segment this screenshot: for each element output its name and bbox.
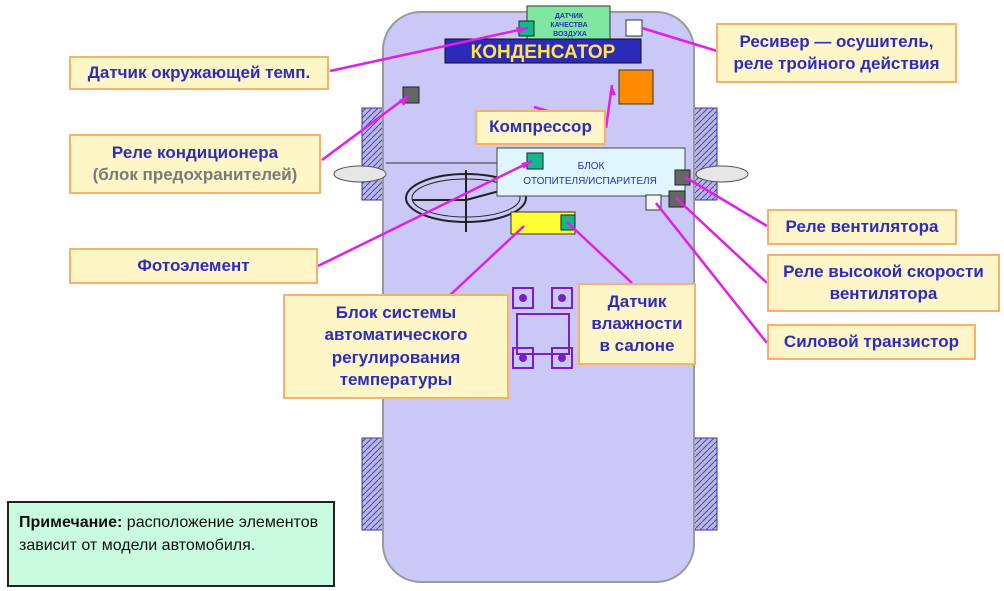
- callout-fan-relay: Реле вентилятора: [767, 209, 957, 245]
- callout-humidity-line2: влажности: [591, 313, 683, 333]
- right-mirror: [695, 165, 749, 183]
- callout-compressor: Компрессор: [475, 110, 606, 145]
- callout-high-speed-relay: Реле высокой скорости вентилятора: [767, 254, 1000, 312]
- callout-ac-relay-line2: (блок предохранителей): [92, 165, 298, 184]
- callout-humidity-line1: Датчик: [607, 291, 667, 311]
- left-mirror: [333, 165, 387, 183]
- callout-compressor-text: Компрессор: [489, 117, 592, 137]
- ac-relay: [402, 86, 420, 104]
- callout-humidity-sensor: Датчик влажности в салоне: [578, 283, 696, 365]
- callout-auto-temp-line2: автоматического: [324, 325, 468, 345]
- callout-high-speed-relay-line1: Реле высокой скорости: [783, 261, 984, 281]
- note-box: Примечание: расположение элементов завис…: [7, 501, 335, 587]
- heater-evaporator-unit: [496, 147, 686, 197]
- callout-receiver-line2: реле тройного действия: [733, 54, 940, 73]
- condenser: [444, 38, 642, 64]
- note-text: расположение элементов зависит от модели…: [19, 514, 319, 555]
- condenser-label: КОНДЕНСАТОР: [471, 42, 616, 63]
- callout-receiver-line1: Ресивер — осушитель,: [739, 31, 934, 51]
- callout-ac-relay-line1: Реле кондиционера: [111, 142, 279, 162]
- rear-right-wheel: [692, 437, 718, 531]
- seat: [512, 287, 573, 369]
- note-label: Примечание:: [19, 514, 123, 531]
- receiver-drier: [625, 19, 643, 37]
- callout-fan-relay-text: Реле вентилятора: [785, 216, 939, 236]
- callout-ac-relay: Реле кондиционера (блок предохранителей): [69, 134, 321, 194]
- compressor: [618, 69, 654, 105]
- heater-unit-text-2: ОТОПИТЕЛЯ/ИСПАРИТЕЛЯ: [523, 176, 657, 187]
- air-quality-sensor-box: [526, 5, 611, 40]
- callout-auto-temp-unit: Блок системы автоматического регулирован…: [283, 294, 509, 399]
- callout-ambient-temp-sensor: Датчик окружающей темп.: [69, 56, 329, 90]
- callout-power-transistor-text: Силовой транзистор: [783, 331, 960, 351]
- heater-unit-text-1: БЛОК: [578, 161, 605, 172]
- steering-wheel: [405, 170, 527, 232]
- callout-auto-temp-line3: регулирования: [331, 347, 461, 367]
- callout-ambient-temp-sensor-text: Датчик окружающей темп.: [87, 62, 311, 82]
- callout-humidity-line3: в салоне: [599, 336, 675, 356]
- callout-photo-sensor-text: Фотоэлемент: [137, 255, 250, 275]
- leader-arrowheads: [399, 27, 616, 169]
- fan-relay: [674, 169, 691, 186]
- front-right-wheel: [692, 107, 718, 201]
- air-quality-sensor-text: ДАТЧИК КАЧЕСТВА ВОЗДУХА: [550, 13, 589, 38]
- callout-auto-temp-line1: Блок системы: [335, 303, 457, 323]
- photo-sensor: [526, 152, 544, 170]
- callout-receiver-drier: Ресивер — осушитель, реле тройного дейст…: [716, 23, 957, 83]
- callout-photo-sensor: Фотоэлемент: [69, 248, 318, 284]
- callout-power-transistor: Силовой транзистор: [767, 324, 976, 360]
- callout-high-speed-relay-line2: вентилятора: [829, 284, 938, 303]
- callout-auto-temp-line4: температуры: [339, 369, 453, 389]
